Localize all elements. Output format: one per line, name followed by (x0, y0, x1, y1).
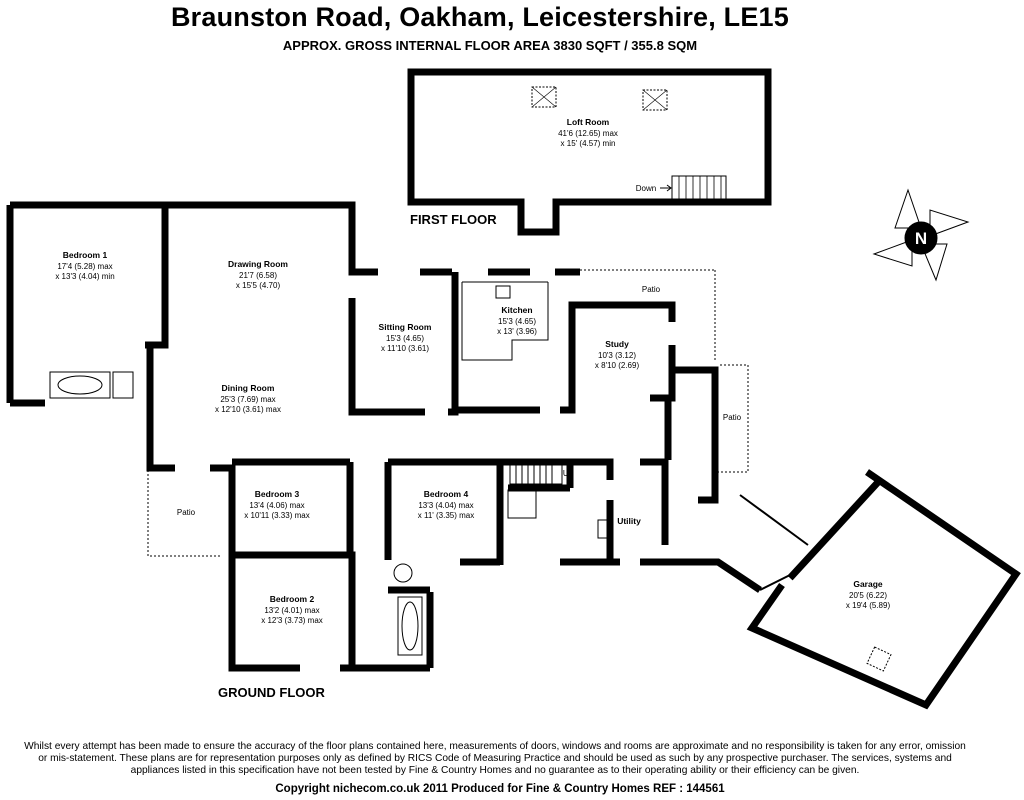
dining-room-name: Dining Room (222, 383, 275, 393)
bedroom2-name: Bedroom 2 (270, 594, 315, 604)
bedroom3-dim1: 13'4 (4.06) max (249, 501, 304, 510)
bedroom2-dim1: 13'2 (4.01) max (264, 606, 319, 615)
patio-areas (147, 269, 749, 557)
plan-title: Braunston Road, Oakham, Leicestershire, … (170, 2, 789, 32)
copyright-line: Copyright nichecom.co.uk 2011 Produced f… (275, 783, 725, 795)
bathroom-fixtures (49, 371, 613, 656)
loft-outline (407, 68, 772, 236)
garage-outline (746, 469, 1021, 710)
ground-floor-label: GROUND FLOOR (218, 685, 325, 700)
garage-link (739, 494, 809, 591)
patio-label-top: Patio (642, 285, 661, 294)
bedroom3-dim2: x 10'11 (3.33) max (244, 511, 309, 520)
stairs-up (509, 463, 563, 485)
drawing-room-dim1: 21'7 (6.58) (239, 271, 277, 280)
loft-room-dim1: 41'6 (12.65) max (558, 129, 618, 138)
kitchen-dim2: x 13' (3.96) (497, 327, 537, 336)
bedroom1-dim2: x 13'3 (4.04) min (55, 272, 114, 281)
bedroom1-dim1: 17'4 (5.28) max (57, 262, 112, 271)
garage-dim2: x 19'4 (5.89) (846, 601, 891, 610)
bedroom2-dim2: x 12'3 (3.73) max (261, 616, 323, 625)
dining-room-dim1: 25'3 (7.69) max (220, 395, 275, 404)
sitting-room-dim2: x 11'10 (3.61) (381, 344, 429, 353)
sitting-room-name: Sitting Room (379, 322, 432, 332)
disclaimer-text: Whilst every attempt has been made to en… (24, 741, 966, 776)
stairs-down-label: Down (636, 184, 656, 193)
patio-label-left: Patio (177, 508, 196, 517)
loft-room-name: Loft Room (567, 117, 610, 127)
bedroom4-dim2: x 11' (3.35) max (418, 511, 475, 520)
north-compass-icon (872, 188, 970, 282)
kitchen-counters (461, 281, 549, 361)
bedroom4-dim1: 13'3 (4.04) max (418, 501, 473, 510)
utility-name: Utility (617, 516, 641, 526)
drawing-room-dim2: x 15'5 (4.70) (236, 281, 281, 290)
patio-label-right: Patio (723, 413, 742, 422)
stairs-up-label: Up (563, 469, 574, 478)
drawing-room-name: Drawing Room (228, 259, 288, 269)
study-dim2: x 8'10 (2.69) (595, 361, 640, 370)
kitchen-name: Kitchen (501, 305, 532, 315)
garage-name: Garage (853, 579, 883, 589)
study-name: Study (605, 339, 629, 349)
first-floor-label: FIRST FLOOR (410, 212, 497, 227)
bedroom3-name: Bedroom 3 (255, 489, 300, 499)
loft-room-dim2: x 15' (4.57) min (561, 139, 616, 148)
bedroom4-name: Bedroom 4 (424, 489, 469, 499)
bedroom1-name: Bedroom 1 (63, 250, 108, 260)
study-dim1: 10'3 (3.12) (598, 351, 636, 360)
garage-dim1: 20'5 (6.22) (849, 591, 887, 600)
dining-room-dim2: x 12'10 (3.61) max (215, 405, 281, 414)
ground-floor-walls (6, 201, 762, 672)
sitting-room-dim1: 15'3 (4.65) (386, 334, 424, 343)
floor-area-subtitle: APPROX. GROSS INTERNAL FLOOR AREA 3830 S… (282, 38, 698, 53)
north-label: N (915, 229, 927, 248)
kitchen-dim1: 15'3 (4.65) (498, 317, 536, 326)
